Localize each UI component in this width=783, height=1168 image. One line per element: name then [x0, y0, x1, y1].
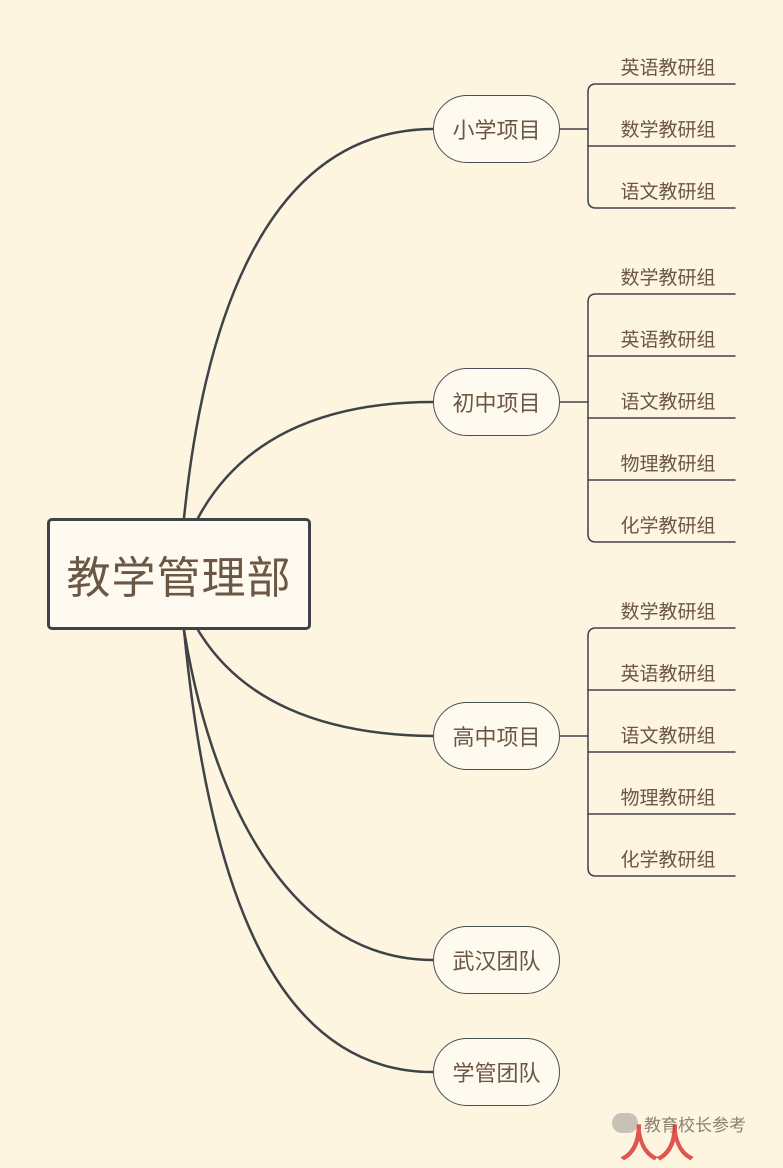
branch-label-junior: 初中项目: [452, 392, 541, 417]
leaf-underline-junior-5: [587, 533, 736, 543]
branch-node-primary[interactable]: 小学项目: [433, 95, 560, 163]
branch-node-wuhan[interactable]: 武汉团队: [433, 926, 560, 994]
connector-root-student-mgmt: [182, 628, 435, 1074]
leaf-underline-primary-1: [587, 83, 736, 93]
leaf-underline-junior-1: [587, 293, 736, 303]
branch-node-junior[interactable]: 初中项目: [433, 368, 560, 436]
connector-root-wuhan: [182, 628, 435, 962]
leaf-senior-2[interactable]: 英语教研组: [620, 663, 716, 685]
leaf-underline-senior-5: [587, 867, 736, 877]
root-node[interactable]: 教学管理部: [47, 518, 311, 630]
branch-node-senior[interactable]: 高中项目: [433, 702, 560, 770]
leaf-senior-4[interactable]: 物理教研组: [620, 787, 716, 809]
leaf-junior-5[interactable]: 化学教研组: [620, 515, 716, 537]
leaf-primary-1[interactable]: 英语教研组: [620, 57, 716, 79]
leaf-senior-3[interactable]: 语文教研组: [620, 725, 716, 747]
branch-node-student-mgmt[interactable]: 学管团队: [433, 1038, 560, 1106]
watermark-caption: 教育校长参考: [644, 1116, 746, 1136]
leaf-junior-4[interactable]: 物理教研组: [620, 453, 716, 475]
connector-root-junior: [196, 400, 435, 520]
branch-label-senior: 高中项目: [452, 726, 541, 751]
connector-root-senior: [196, 628, 435, 738]
wechat-icon: [612, 1113, 638, 1133]
watermark: 教育校长参考 人人: [608, 1105, 778, 1166]
leaf-primary-3[interactable]: 语文教研组: [620, 181, 716, 203]
leaf-senior-1[interactable]: 数学教研组: [620, 601, 716, 623]
leaf-junior-3[interactable]: 语文教研组: [620, 391, 716, 413]
branch-label-primary: 小学项目: [452, 119, 541, 144]
leaf-junior-2[interactable]: 英语教研组: [620, 329, 716, 351]
leaf-underline-senior-1: [587, 627, 736, 637]
connector-root-primary: [182, 127, 435, 520]
watermark-logo: 人人: [620, 1122, 694, 1166]
leaf-senior-5[interactable]: 化学教研组: [620, 849, 716, 871]
branch-label-wuhan: 武汉团队: [452, 950, 541, 975]
leaf-primary-2[interactable]: 数学教研组: [620, 119, 716, 141]
branch-label-student-mgmt: 学管团队: [452, 1062, 541, 1087]
leaf-underline-primary-3: [587, 199, 736, 209]
root-label: 教学管理部: [66, 553, 292, 604]
leaf-junior-1[interactable]: 数学教研组: [620, 267, 716, 289]
